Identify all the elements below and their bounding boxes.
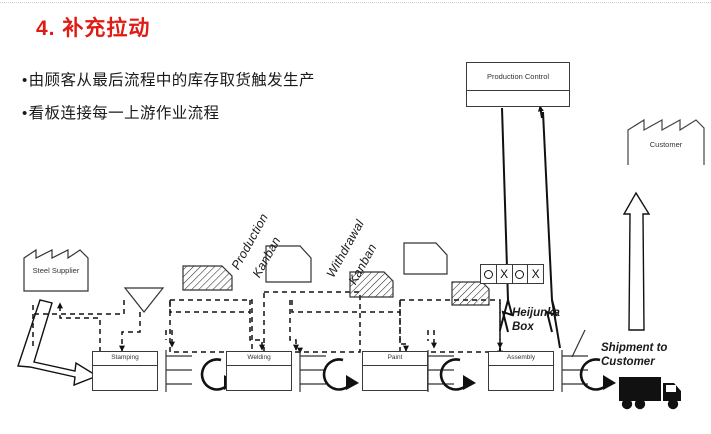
customer-entity[interactable]: Customer (626, 116, 706, 166)
heijunka-cell-x: X (531, 267, 540, 281)
process-label-welding: Welding (227, 352, 291, 366)
bullet-marker: • (22, 105, 28, 122)
process-label-paint: Paint (363, 352, 427, 366)
process-box-paint[interactable]: Paint (362, 351, 428, 391)
process-box-welding[interactable]: Welding (226, 351, 292, 391)
bullet-text: 由顾客从最后流程中的库存取货触发生产 (28, 72, 315, 89)
pull-arrow-assembly-shipment (579, 358, 616, 391)
process-box-stamping[interactable]: Stamping (92, 351, 158, 391)
process-label-stamping: Stamping (93, 352, 157, 366)
finished-goods-arrow-to-customer (622, 191, 651, 331)
electronic-flow-to-heijunka (497, 107, 514, 357)
production-kanban-card-1 (182, 265, 233, 291)
circle-icon (515, 269, 525, 279)
withdrawal-kanban-card-2 (403, 242, 448, 275)
steel-supplier-entity[interactable]: Steel Supplier (22, 246, 90, 292)
withdrawal-kanban-card-1 (265, 245, 312, 283)
material-flow-arrow-supplier (17, 299, 99, 387)
electronic-flow-from-customer (537, 105, 561, 349)
bullet-marker: • (22, 72, 28, 89)
bullet-text: 看板连接每一上游作业流程 (28, 105, 220, 122)
process-box-assembly[interactable]: Assembly (488, 351, 554, 391)
kanban-loop-boxes (32, 291, 501, 353)
pull-arrow-welding-paint (322, 358, 359, 391)
factory-icon (627, 118, 705, 165)
heijunka-cell-x: X (497, 265, 513, 283)
heijunka-box[interactable]: X X (480, 264, 544, 284)
kanban-post-assembly (561, 329, 588, 392)
bullet-item: •由顾客从最后流程中的库存取货触发生产 (22, 68, 315, 90)
shipment-label-line1: Shipment to (601, 342, 668, 354)
bullet-item: •看板连接每一上游作业流程 (22, 101, 219, 123)
supermarket-triangle-icon (123, 287, 165, 313)
heijunka-cell-o (481, 265, 497, 283)
steel-supplier-label: Steel Supplier (32, 266, 80, 275)
top-divider (0, 2, 711, 4)
page-title: 4. 补充拉动 (36, 17, 151, 40)
heijunka-label-line1: Heijunka (512, 307, 560, 319)
heijunka-label-line2: Box (512, 321, 534, 333)
kanban-post-welding (299, 350, 326, 392)
heijunka-label: Heijunka Box (512, 306, 560, 334)
kanban-information-flows (57, 300, 503, 354)
production-control-label: Production Control (467, 63, 569, 91)
factory-icon (23, 248, 89, 292)
shipment-label-line2: Customer (601, 356, 655, 368)
customer-label: Customer (649, 140, 683, 149)
shipment-label: Shipment to Customer (601, 341, 667, 369)
production-kanban-card-2 (349, 271, 394, 298)
kanban-post-stamping (165, 350, 192, 392)
pull-arrow-paint-assembly (439, 358, 476, 391)
circle-icon (483, 269, 493, 279)
delivery-truck-icon (619, 377, 681, 410)
heijunka-cell-o (513, 265, 529, 283)
process-label-assembly: Assembly (489, 352, 553, 366)
production-kanban-card-3 (451, 281, 490, 306)
production-control-box[interactable]: Production Control (466, 62, 570, 107)
